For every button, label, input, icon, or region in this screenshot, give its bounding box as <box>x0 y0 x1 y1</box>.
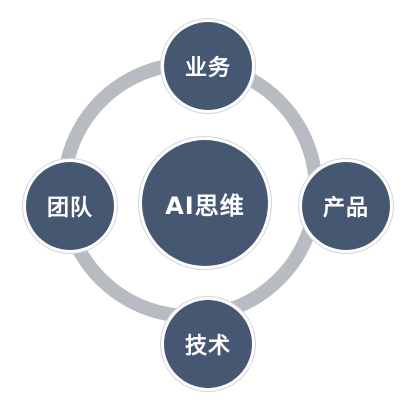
node-product: 产品 <box>302 162 390 250</box>
node-team: 团队 <box>26 162 114 250</box>
node-team-label: 团队 <box>46 196 93 221</box>
node-business-label: 业务 <box>184 56 231 81</box>
node-technology-label: 技术 <box>184 334 231 359</box>
node-technology: 技术 <box>164 300 252 388</box>
node-ai-thinking: AI思维 <box>142 140 268 266</box>
node-business: 业务 <box>164 22 252 110</box>
node-product-label: 产品 <box>322 196 369 221</box>
node-ai-thinking-label: AI思维 <box>165 191 245 220</box>
